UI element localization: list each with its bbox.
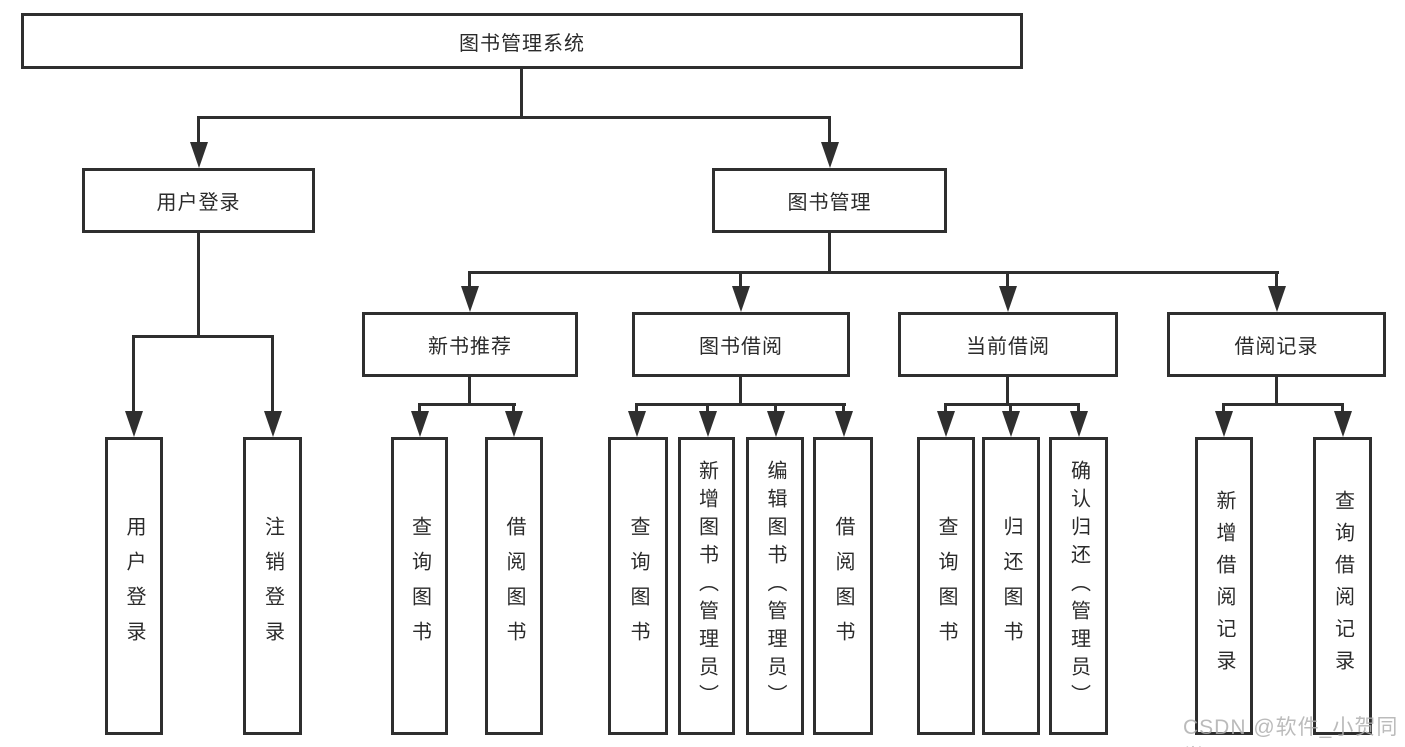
connector-line	[944, 403, 1080, 406]
connector-line	[197, 116, 200, 146]
leaf-query-books-recommend: 查询图书	[391, 437, 448, 735]
node-current-borrowing: 当前借阅	[898, 312, 1118, 377]
node-borrowing-records: 借阅记录	[1167, 312, 1386, 377]
leaf-confirm-return-admin: 确认归还（管理员）	[1049, 437, 1108, 735]
arrowhead-down-icon	[264, 411, 282, 437]
leaf-borrow-books-borrowing: 借阅图书	[813, 437, 873, 735]
arrowhead-down-icon	[767, 411, 785, 437]
connector-line	[1006, 271, 1009, 289]
connector-line	[271, 335, 274, 413]
connector-line	[468, 271, 471, 289]
connector-line	[1009, 403, 1012, 413]
connector-line	[1275, 271, 1278, 289]
arrowhead-down-icon	[699, 411, 717, 437]
arrowhead-down-icon	[411, 411, 429, 437]
node-book-borrowing: 图书借阅	[632, 312, 850, 377]
connector-line	[469, 271, 1279, 274]
connector-line	[197, 116, 831, 119]
leaf-logout: 注销登录	[243, 437, 302, 735]
leaf-add-book-admin: 新增图书（管理员）	[678, 437, 735, 735]
watermark-text: CSDN @软件_小贺同学	[1183, 716, 1399, 747]
leaf-borrow-books-recommend: 借阅图书	[485, 437, 543, 735]
connector-line	[418, 403, 516, 406]
arrowhead-down-icon	[1268, 286, 1286, 312]
leaf-return-books: 归还图书	[982, 437, 1040, 735]
arrowhead-down-icon	[505, 411, 523, 437]
arrowhead-down-icon	[1334, 411, 1352, 437]
node-library-management-system: 图书管理系统	[21, 13, 1023, 69]
connector-line	[418, 403, 421, 413]
node-user-login: 用户登录	[82, 168, 315, 233]
connector-line	[1006, 377, 1009, 405]
connector-line	[1222, 403, 1344, 406]
arrowhead-down-icon	[835, 411, 853, 437]
arrowhead-down-icon	[461, 286, 479, 312]
arrowhead-down-icon	[1070, 411, 1088, 437]
connector-line	[1275, 377, 1278, 405]
arrowhead-down-icon	[1215, 411, 1233, 437]
arrowhead-down-icon	[190, 142, 208, 168]
arrowhead-down-icon	[821, 142, 839, 168]
connector-line	[635, 403, 638, 413]
connector-line	[828, 116, 831, 146]
connector-line	[132, 335, 274, 338]
connector-line	[739, 377, 742, 405]
leaf-add-borrow-record: 新增借阅记录	[1195, 437, 1253, 735]
arrowhead-down-icon	[732, 286, 750, 312]
connector-line	[468, 377, 471, 405]
connector-line	[197, 233, 200, 336]
leaf-user-login: 用户登录	[105, 437, 163, 735]
arrowhead-down-icon	[628, 411, 646, 437]
connector-line	[944, 403, 947, 413]
node-book-management: 图书管理	[712, 168, 947, 233]
leaf-query-books-borrowing: 查询图书	[608, 437, 668, 735]
connector-line	[635, 403, 846, 406]
arrowhead-down-icon	[1002, 411, 1020, 437]
connector-line	[1077, 403, 1080, 413]
connector-line	[774, 403, 777, 413]
connector-line	[1222, 403, 1225, 413]
arrowhead-down-icon	[125, 411, 143, 437]
leaf-edit-book-admin: 编辑图书（管理员）	[746, 437, 804, 735]
leaf-query-borrow-record: 查询借阅记录	[1313, 437, 1372, 735]
arrowhead-down-icon	[937, 411, 955, 437]
connector-line	[512, 403, 515, 413]
connector-line	[828, 233, 831, 273]
node-new-book-recommendation: 新书推荐	[362, 312, 578, 377]
connector-line	[520, 69, 523, 117]
connector-line	[842, 403, 845, 413]
connector-line	[739, 271, 742, 289]
connector-line	[1341, 403, 1344, 413]
connector-line	[706, 403, 709, 413]
arrowhead-down-icon	[999, 286, 1017, 312]
connector-line	[132, 335, 135, 413]
leaf-query-books-current: 查询图书	[917, 437, 975, 735]
